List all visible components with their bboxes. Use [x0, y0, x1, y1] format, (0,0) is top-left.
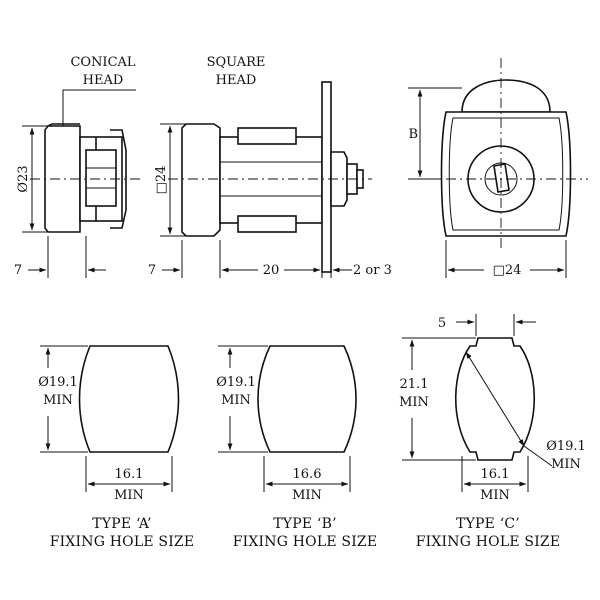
fixing-hole-type-a: Ø19.1 MIN 16.1 MIN TYPE ‘A’ FIXING HOLE … [38, 345, 195, 550]
hole-c-width-min: MIN [480, 488, 510, 503]
square-lock-body [219, 136, 323, 224]
hole-b-type-caption: TYPE ‘B’ [273, 516, 336, 532]
lock-front-view: B □24 [408, 58, 588, 278]
hole-a-height-min: MIN [43, 393, 73, 408]
cam-top [461, 79, 551, 113]
conical-head-thickness: 7 [14, 263, 22, 278]
hole-b-width-min: MIN [292, 488, 322, 503]
hole-a-height-value: Ø19.1 [38, 375, 78, 390]
square-side-value: □24 [154, 166, 169, 195]
front-width-value: □24 [493, 263, 522, 278]
hole-b-size-caption: FIXING HOLE SIZE [233, 534, 378, 550]
square-head-side-view: SQUARE HEAD □24 7 20 2 or 3 [148, 55, 392, 278]
hole-c-type-caption: TYPE ‘C’ [456, 516, 520, 532]
fixing-hole-type-c: 5 21.1 MIN Ø19.1 MIN 16.1 MIN TYPE ‘C’ F… [399, 314, 586, 550]
square-head-label-line2: HEAD [216, 73, 257, 88]
hole-c-flat-value: 5 [438, 316, 446, 331]
hole-a-size-caption: FIXING HOLE SIZE [50, 534, 195, 550]
conical-head-side-view: CONICAL HEAD Ø23 7 [14, 55, 140, 278]
mounting-panel [321, 81, 332, 273]
conical-head-label-line2: HEAD [83, 73, 124, 88]
conical-lock-core [85, 149, 117, 207]
hole-b-height-min: MIN [221, 393, 251, 408]
hole-c-diag-min: MIN [551, 457, 581, 472]
square-head-shape [181, 123, 221, 237]
hole-c-width-value: 16.1 [481, 467, 510, 482]
conical-head-label-line1: CONICAL [70, 55, 135, 70]
hole-c-diag-value: Ø19.1 [546, 439, 586, 454]
hole-c-height-value: 21.1 [400, 377, 429, 392]
fixing-hole-type-b: Ø19.1 MIN 16.6 MIN TYPE ‘B’ FIXING HOLE … [216, 345, 378, 550]
conical-diameter-value: Ø23 [16, 165, 31, 192]
hole-c-size-caption: FIXING HOLE SIZE [416, 534, 561, 550]
hole-b-outline [257, 345, 357, 453]
front-height-label: B [408, 127, 418, 142]
front-head-inner [448, 117, 564, 231]
square-head-thickness: 7 [148, 263, 156, 278]
body-upper-rib [237, 127, 297, 145]
body-length-value: 20 [263, 263, 280, 278]
hole-a-outline [78, 345, 180, 453]
hole-c-diameter-leader [523, 445, 553, 467]
hole-a-width-value: 16.1 [115, 467, 144, 482]
hole-a-width-min: MIN [114, 488, 144, 503]
square-head-label-line1: SQUARE [207, 55, 266, 70]
panel-thickness-value: 2 or 3 [353, 263, 392, 278]
conical-head-bevel [47, 123, 80, 127]
hole-c-height-min: MIN [399, 395, 429, 410]
body-lower-rib [237, 215, 297, 233]
hole-c-diameter-line [465, 351, 525, 447]
hole-c-outline [455, 337, 535, 461]
lock-nut [330, 151, 348, 207]
hole-a-type-caption: TYPE ‘A’ [92, 516, 151, 532]
hole-b-width-value: 16.6 [293, 467, 322, 482]
hole-b-height-value: Ø19.1 [216, 375, 256, 390]
